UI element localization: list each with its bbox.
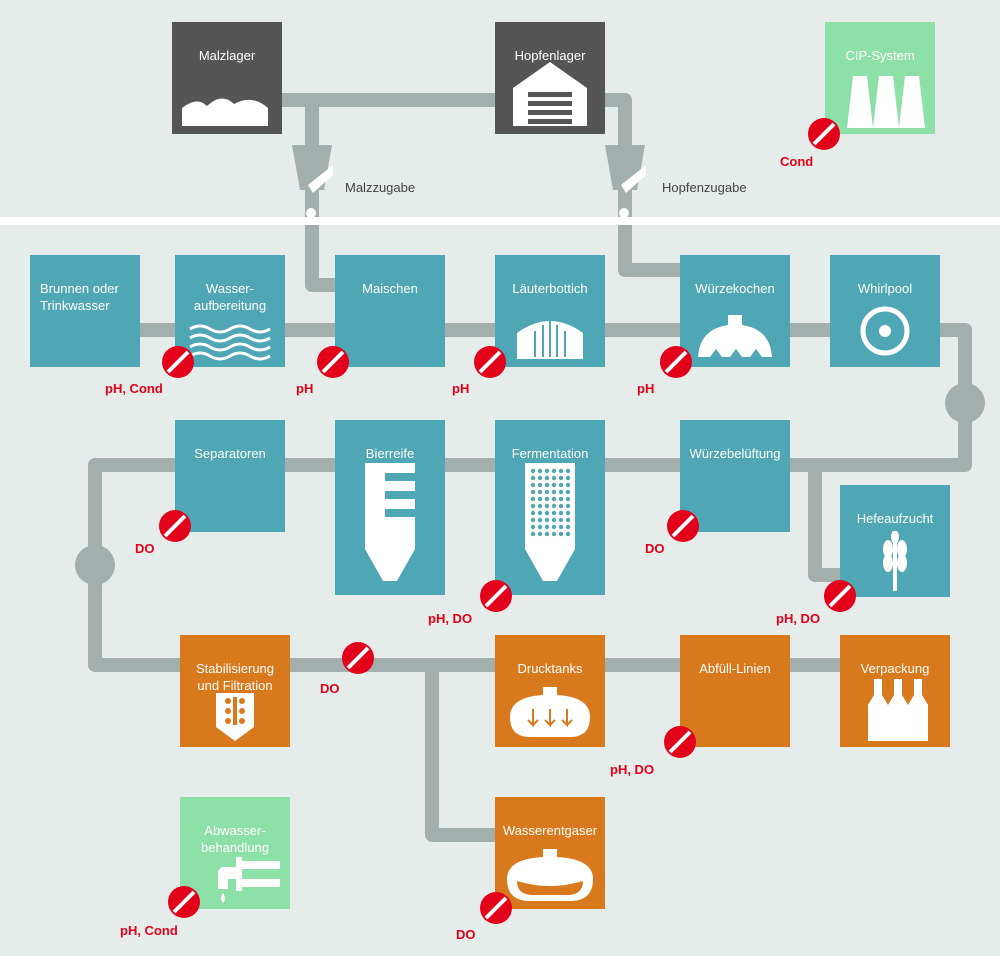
malzzugabe-label: Malzzugabe [345,180,416,195]
stacked-bars-icon [365,463,415,581]
wasser-label: Wasser- aufbereitung [193,281,267,313]
abwasser-box[interactable]: Abwasser- behandlung [180,797,290,909]
sensor-icon [168,886,200,918]
belueftung-label: Würzebelüftung [689,446,781,461]
warehouse-icon [513,62,587,126]
abfuell-label: Abfüll-Linien [699,661,771,676]
sensor-icon [159,510,191,542]
pipe-measurement: DO [320,681,340,696]
verpackung-label: Verpackung [860,661,930,676]
laeuterbottich-box[interactable]: Läuterbottich [495,255,605,367]
hefe-label: Hefeaufzucht [856,511,934,526]
fermentation-box[interactable]: Fermentation [495,420,605,595]
brunnen-box[interactable]: Brunnen oder Trinkwasser [30,255,140,367]
pipe-row3 [290,658,840,842]
degasser-tank-icon [507,849,593,901]
bierreife-label: Bierreife [365,446,415,461]
abwasser-measurement: pH, Cond [120,923,178,938]
malt-pile-icon [182,98,268,126]
cip-system-box[interactable]: CIP-System [825,22,935,134]
wuerzebelueftung-box[interactable]: Würzebelüftung [680,420,790,532]
malzlager-label: Malzlager [198,48,256,63]
hopfenzugabe-label: Hopfenzugabe [662,180,747,195]
sensor-icon [480,892,512,924]
wuerzekochen-box[interactable]: Würzekochen [680,255,790,367]
pipe-valve-icon [218,857,280,903]
laeuter-label: Läuterbottich [512,281,588,296]
cip-tanks-icon [847,76,925,128]
hefeaufzucht-box[interactable]: Hefeaufzucht [840,485,950,597]
cip-label: CIP-System [845,48,915,63]
hopfenlager-label: Hopfenlager [514,48,586,63]
junction-right [945,383,985,423]
sensor-icon [480,580,512,612]
sensor-icon [808,118,840,150]
abfuell-measurement: pH, DO [610,762,655,777]
sensor-icon [317,346,349,378]
sensor-icon [664,726,696,758]
malzlager-box[interactable]: Malzlager [172,22,282,134]
sensor-icon [660,346,692,378]
verpackung-box[interactable]: Verpackung [840,635,950,747]
abwasser-label: Abwasser- behandlung [201,823,269,855]
wasser-measurement: pH, Cond [105,381,163,396]
drucktanks-box[interactable]: Drucktanks [495,635,605,747]
hopfenlager-box[interactable]: Hopfenlager [495,22,605,134]
filter-icon [216,693,254,741]
wasseraufbereitung-box[interactable]: Wasser- aufbereitung [175,255,285,367]
separatoren-label: Separatoren [194,446,266,461]
pressure-tank-icon [510,687,590,737]
sensor-icon [824,580,856,612]
hefe-measurement: pH, DO [776,611,821,626]
wheat-icon [883,531,907,591]
cip-measurement: Cond [780,154,814,169]
brunnen-label: Brunnen oder Trinkwasser [40,281,119,313]
drucktanks-label: Drucktanks [517,661,583,676]
stabil-label: Stabilisierung und Filtration [195,661,275,693]
maischen-label: Maischen [362,281,418,296]
lauter-tun-icon [517,319,583,359]
wasserentgaser-box[interactable]: Wasserentgaser [495,797,605,909]
sensor-icon [162,346,194,378]
fermenter-icon [525,463,575,581]
wuerze-label: Würzekochen [695,281,775,296]
water-waves-icon [189,324,271,361]
belueftung-measurement: DO [645,541,665,556]
sensor-icon [474,346,506,378]
entgaser-measurement: DO [456,927,476,942]
entgaser-label: Wasserentgaser [502,823,598,838]
kettle-icon [698,315,772,357]
fermentation-label: Fermentation [511,446,589,461]
pipe-row1 [140,323,972,472]
laeuter-measurement: pH [452,381,470,396]
separatoren-measurement: DO [135,541,155,556]
whirlpool-icon [860,306,910,356]
maischen-measurement: pH [296,381,314,396]
whirlpool-box[interactable]: Whirlpool [830,255,940,367]
sensor-icon [667,510,699,542]
bottles-icon [868,679,928,741]
junction-left [75,545,115,585]
stabilisierung-box[interactable]: Stabilisierung und Filtration [180,635,290,747]
abfuell-linien-box[interactable]: Abfüll-Linien [680,635,790,747]
bierreife-box[interactable]: Bierreife [335,420,445,595]
whirlpool-label: Whirlpool [857,281,913,296]
wuerze-measurement: pH [637,381,655,396]
fermentation-measurement: pH, DO [428,611,473,626]
maischen-box[interactable]: Maischen [335,255,445,367]
sensor-icon [342,642,374,674]
separatoren-box[interactable]: Separatoren [175,420,285,532]
